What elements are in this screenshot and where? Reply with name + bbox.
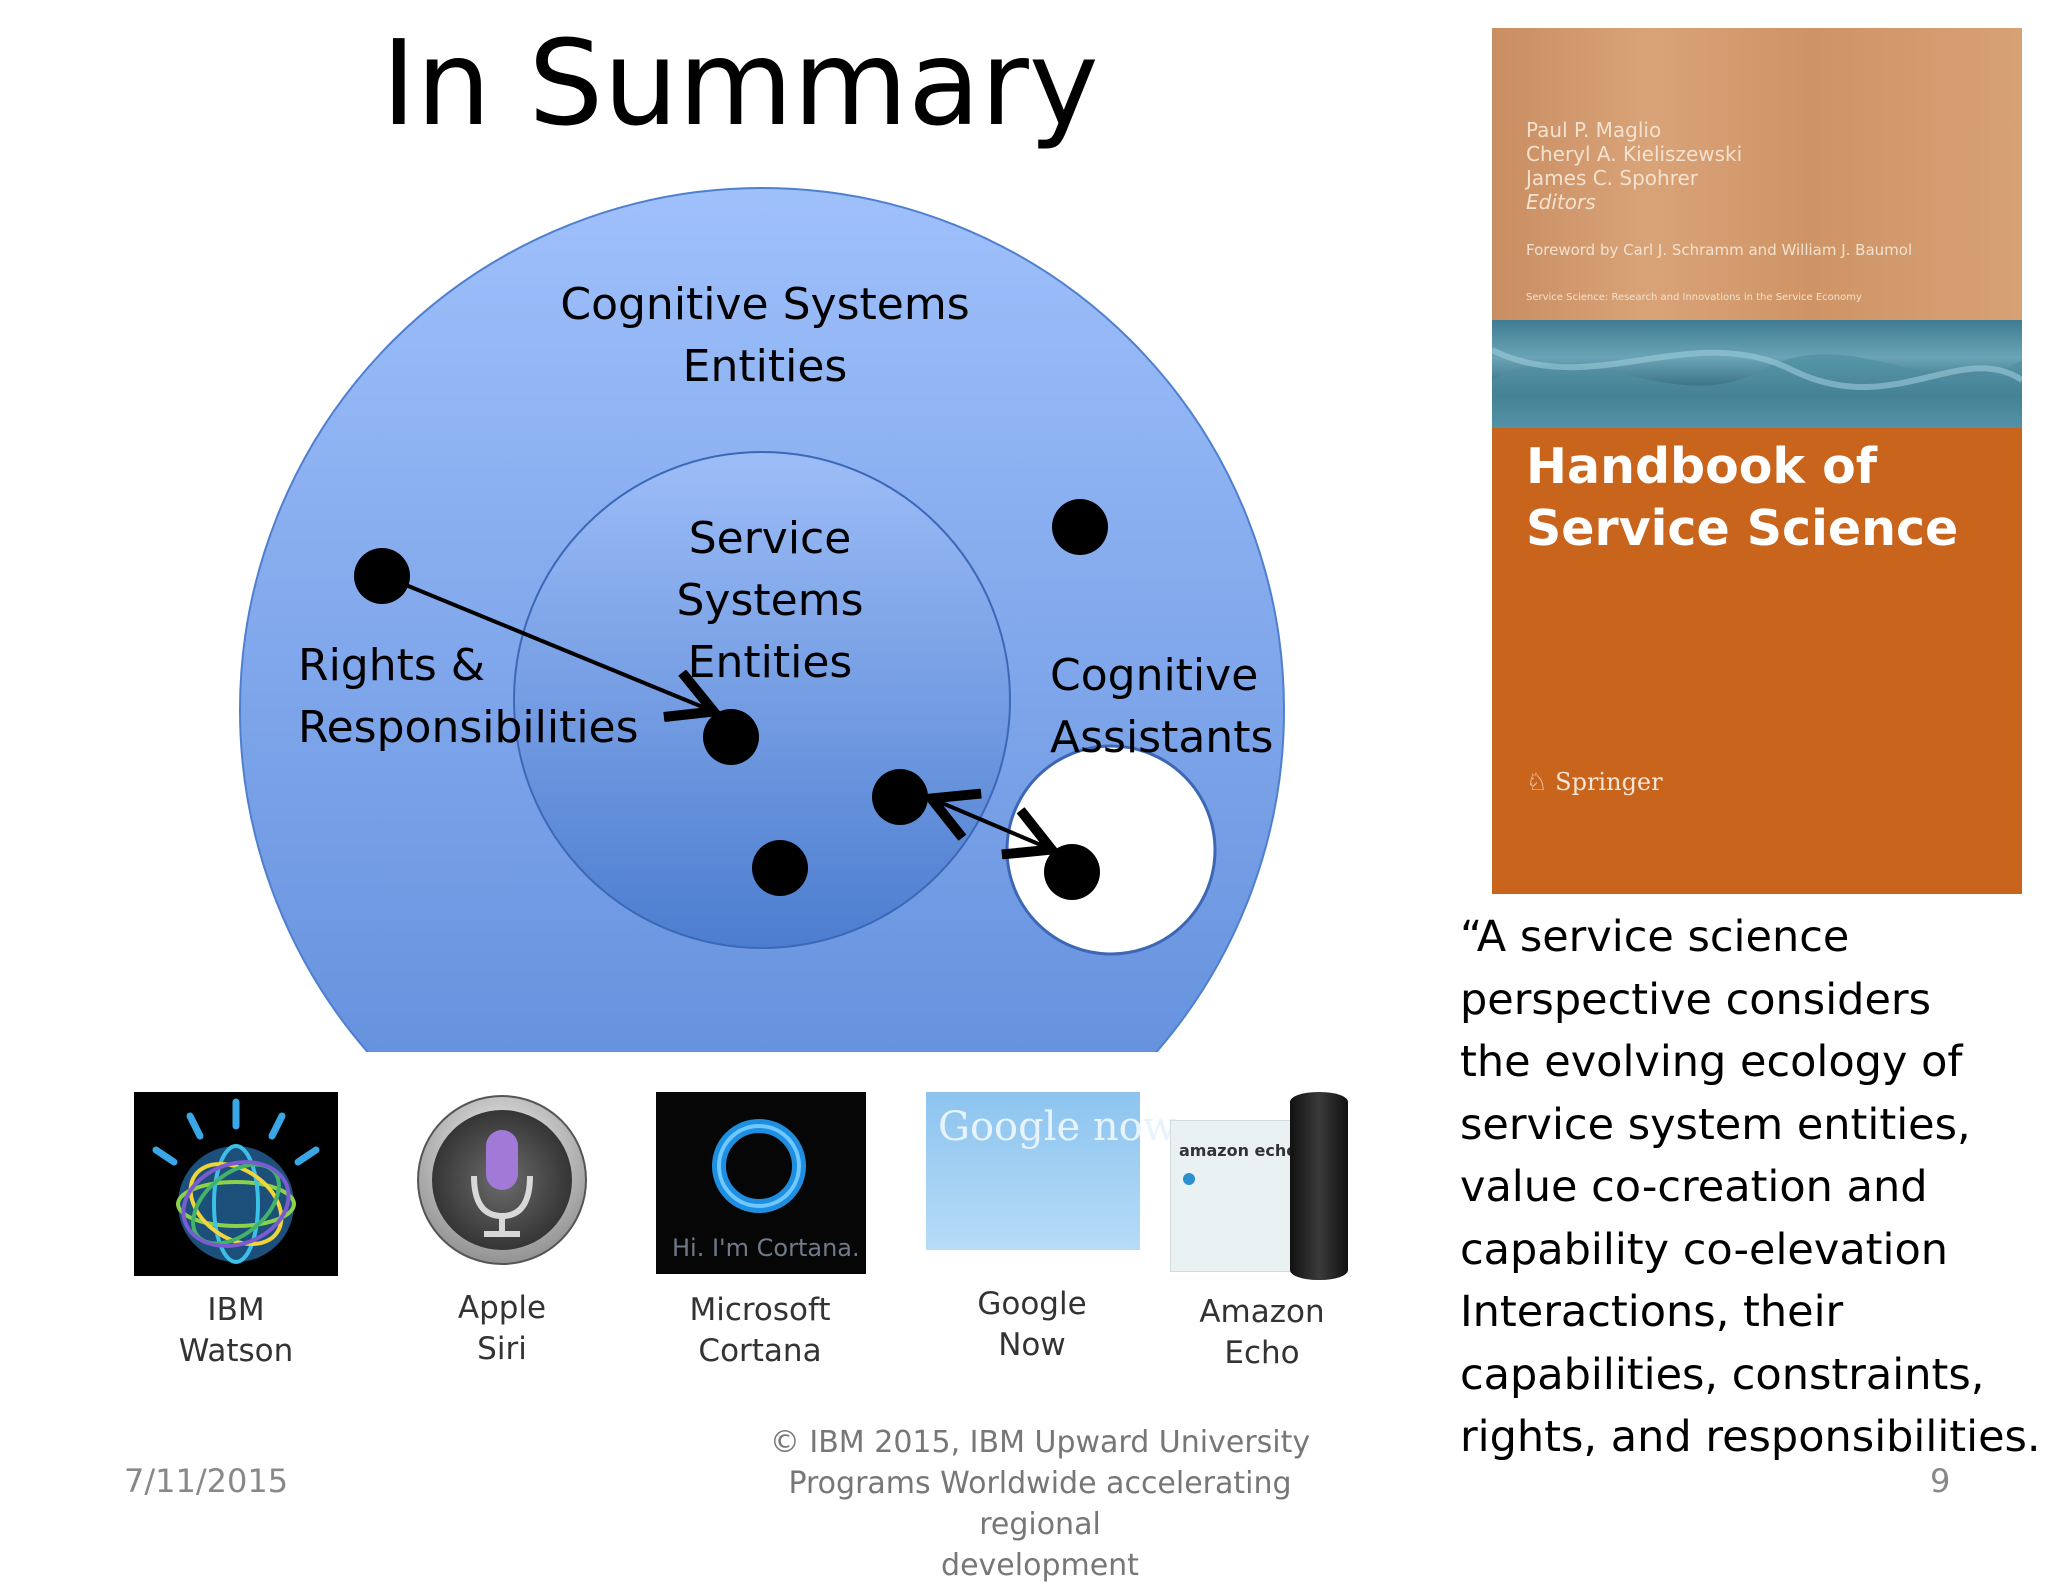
amazon-echo-icon: amazon echo <box>1170 1092 1360 1282</box>
footer-copyright: © IBM 2015, IBM Upward University Progra… <box>730 1422 1350 1586</box>
copyright-line: Programs Worldwide accelerating regional <box>788 1466 1292 1542</box>
apple-siri-label: Apple Siri <box>402 1288 602 1370</box>
ibm-watson-label: IBM Watson <box>136 1290 336 1372</box>
diagram-graphic <box>239 187 1285 1052</box>
editor-name: Cheryl A. Kieliszewski <box>1526 142 1743 166</box>
springer-horse-icon: ♘ <box>1526 768 1556 796</box>
entity-dot <box>703 709 759 765</box>
ibm-watson-icon <box>134 1092 338 1276</box>
quote-line: rights, and responsibilities. <box>1460 1412 2041 1462</box>
cover-wave-band <box>1492 320 2022 428</box>
label-line: Amazon <box>1199 1294 1325 1330</box>
label-line: Now <box>998 1327 1066 1363</box>
cortana-greeting: Hi. I'm Cortana. <box>672 1234 860 1262</box>
entity-dot <box>1044 844 1100 900</box>
quote-line: the evolving ecology of <box>1460 1037 1963 1087</box>
label-line: IBM <box>207 1292 265 1328</box>
label-line: Echo <box>1224 1335 1300 1371</box>
google-now-wordmark: Google now <box>938 1104 1177 1150</box>
cover-top-panel: Paul P. Maglio Cheryl A. Kieliszewski Ja… <box>1492 28 2022 320</box>
echo-device <box>1290 1092 1348 1280</box>
book-title-line: Handbook of <box>1526 438 1878 495</box>
copyright-line: development <box>941 1548 1139 1583</box>
quote-line: capabilities, constraints, <box>1460 1349 1985 1400</box>
quote-line: capability co-elevation <box>1460 1224 1949 1275</box>
quote-line: “A service science <box>1460 912 1850 962</box>
google-now-icon: Google now <box>926 1092 1177 1250</box>
label-line: Apple <box>457 1290 547 1326</box>
entity-dot <box>1052 499 1108 555</box>
google-now-label: Google Now <box>932 1284 1132 1366</box>
quote-line: service system entities, <box>1460 1099 1971 1150</box>
quote-line: Interactions, their <box>1460 1287 1844 1337</box>
quote-line: value co-creation and <box>1460 1162 1928 1212</box>
editor-name: James C. Spohrer <box>1526 166 1699 190</box>
service-systems-diagram: Cognitive Systems Entities Service Syste… <box>0 0 1400 1080</box>
handbook-cover-image: Paul P. Maglio Cheryl A. Kieliszewski Ja… <box>1492 28 2022 894</box>
label-line: Siri <box>477 1331 527 1367</box>
echo-box-text: amazon echo <box>1179 1141 1298 1160</box>
quote-line: perspective considers <box>1460 974 1931 1025</box>
page-number: 9 <box>1930 1462 1951 1500</box>
service-systems-label: Service Systems Entities <box>600 508 940 694</box>
label-line: Responsibilities <box>298 702 639 753</box>
label-line: Entities <box>682 341 848 392</box>
echo-dot-icon <box>1183 1173 1195 1185</box>
interaction-arrow <box>935 800 1048 848</box>
series-line: Service Science: Research and Innovation… <box>1526 292 1862 303</box>
cognitive-assistants-label: Cognitive Assistants <box>1050 645 1310 769</box>
entity-dot <box>354 548 410 604</box>
editors-caption: Editors <box>1526 190 1596 214</box>
book-title-line: Service Science <box>1526 500 1959 557</box>
entity-dot <box>872 769 928 825</box>
label-line: Systems <box>676 575 864 626</box>
entity-dot <box>752 840 808 896</box>
microsoft-cortana-label: Microsoft Cortana <box>660 1290 860 1372</box>
label-line: Watson <box>178 1333 294 1369</box>
label-line: Rights & <box>298 640 486 691</box>
publisher-name: Springer <box>1555 768 1663 796</box>
footer-date: 7/11/2015 <box>124 1462 289 1500</box>
copyright-line: © IBM 2015, IBM Upward University <box>769 1425 1311 1460</box>
apple-siri-icon <box>414 1092 590 1268</box>
cognitive-systems-label: Cognitive Systems Entities <box>540 274 990 398</box>
book-title: Handbook of Service Science <box>1526 436 1996 560</box>
label-line: Cognitive Systems <box>560 279 970 330</box>
rights-responsibilities-label: Rights & Responsibilities <box>298 635 658 759</box>
microsoft-cortana-icon: Hi. I'm Cortana. <box>656 1092 866 1274</box>
service-systems-circle <box>513 451 1011 949</box>
publisher-logo: ♘ Springer <box>1526 768 1663 796</box>
foreword-line: Foreword by Carl J. Schramm and William … <box>1526 241 1913 259</box>
label-line: Microsoft <box>689 1292 831 1328</box>
label-line: Cortana <box>698 1333 822 1369</box>
label-line: Google <box>977 1286 1087 1322</box>
editor-name: Paul P. Maglio <box>1526 118 1662 142</box>
label-line: Assistants <box>1050 712 1274 763</box>
label-line: Entities <box>687 637 853 688</box>
service-science-quote: “A service science perspective considers… <box>1460 906 2048 1469</box>
amazon-echo-label: Amazon Echo <box>1162 1292 1362 1374</box>
slide-title: In Summary <box>381 14 1099 152</box>
rights-arrow <box>383 574 710 710</box>
label-line: Service <box>688 513 852 564</box>
echo-box: amazon echo <box>1170 1120 1297 1272</box>
label-line: Cognitive <box>1050 650 1259 701</box>
assistant-products-row: IBM Watson Apple Siri <box>134 1092 1362 1374</box>
